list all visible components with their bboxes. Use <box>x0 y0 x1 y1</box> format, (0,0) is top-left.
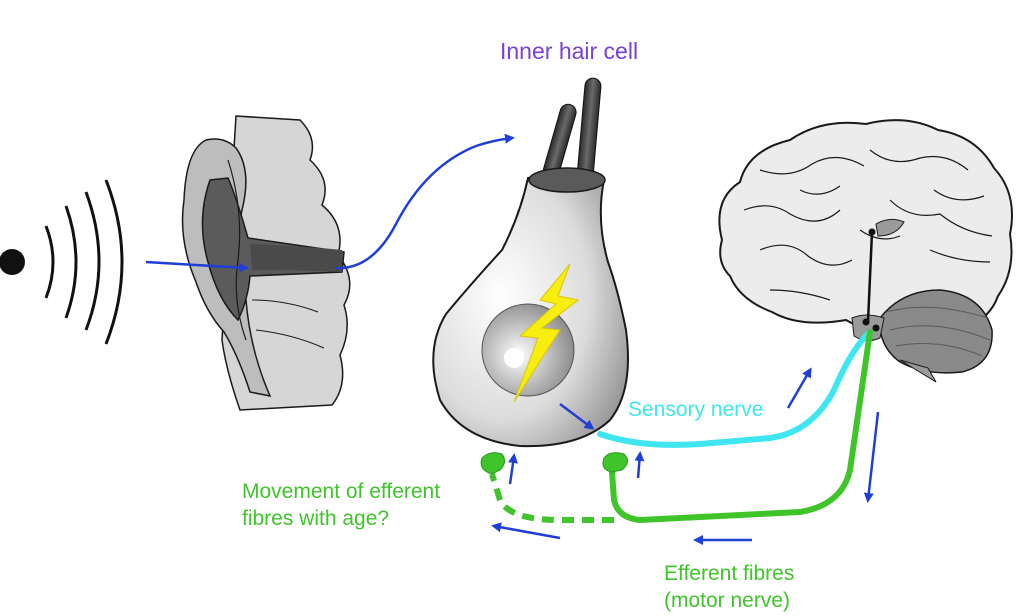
movement-label-line1: Movement of efferent <box>242 480 441 503</box>
inner-hair-cell-label: Inner hair cell <box>500 38 639 64</box>
nucleus <box>481 303 575 397</box>
sensory-nerve <box>597 329 873 448</box>
efferent-nerve <box>609 329 873 524</box>
sensory-nerve-label: Sensory nerve <box>628 398 764 421</box>
sound-waves-icon <box>44 179 124 345</box>
ear-to-cell-arrow <box>335 133 515 270</box>
efferent-terminal-right <box>602 452 628 473</box>
efferent-label-line2: (motor nerve) <box>664 589 791 612</box>
lightning-icon <box>513 263 580 403</box>
efferent-terminal-left <box>480 452 506 475</box>
ear-icon <box>181 115 351 411</box>
direction-arrows <box>491 367 880 545</box>
brain-icon <box>718 119 1013 383</box>
efferent-label-line1: Efferent fibres <box>664 562 795 585</box>
movement-label: Movement of efferent fibres with age? <box>242 478 440 532</box>
sound-source-icon <box>0 249 25 275</box>
hair-cell-icon <box>432 77 629 448</box>
movement-label-line2: fibres with age? <box>242 507 390 530</box>
ear-input-arrow <box>145 260 249 273</box>
efferent-fibres-label: Efferent fibres (motor nerve) <box>664 560 794 614</box>
